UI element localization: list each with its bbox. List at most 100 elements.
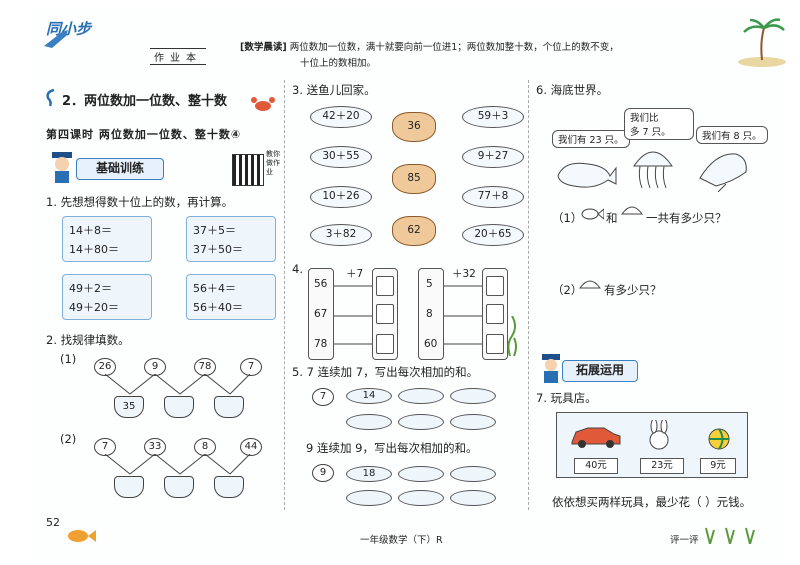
brand-logo: 同小步 [46, 20, 92, 38]
number-ball: 7 [94, 438, 116, 456]
column-divider [528, 80, 529, 510]
crab-icon [251, 97, 275, 111]
calc-card-3: 49＋2＝ 49＋20＝ [62, 274, 152, 320]
number-ball: 33 [144, 438, 166, 456]
sum-oval[interactable] [346, 414, 392, 430]
ladder-value: 78 [314, 338, 328, 350]
answer-slot[interactable] [376, 334, 394, 354]
ladder-value: 56 [314, 278, 328, 290]
evaluate-label: 评一评 [670, 535, 699, 546]
toy-ball-icon [708, 428, 730, 450]
calc-line: 37＋50＝ [193, 243, 243, 256]
speech-bubble-ray: 我们有 8 只。 [696, 126, 768, 144]
toy-car-icon [571, 427, 621, 448]
question-6-1-label: （1） [552, 211, 583, 225]
calc-line: 14＋80＝ [69, 243, 119, 256]
fish-jar: 62 [392, 216, 436, 246]
question-6-1-and: 和 [606, 211, 618, 225]
ladder-operation: ＋7 [346, 268, 364, 280]
sum-oval[interactable] [450, 414, 496, 430]
pattern-lines-2 [104, 454, 251, 475]
sum-oval[interactable] [398, 414, 444, 430]
fish-icon [68, 530, 96, 542]
jellyfish-icon [633, 151, 673, 189]
price-tag: 9元 [700, 458, 736, 474]
note-line1: 两位数加一位数，满十就要向前一位进1；两位数加整十数，个位上的数不变， [289, 42, 619, 53]
bubble-line: 我们比 [630, 113, 659, 124]
answer-slot[interactable] [486, 304, 504, 324]
number-ball: 9 [144, 358, 166, 376]
answer-bowl[interactable]: 35 [114, 396, 144, 418]
note-tag: [数学晨读] [240, 42, 287, 53]
note-line2: 十位上的数相加。 [300, 58, 377, 69]
student-icon [52, 152, 72, 183]
question-2: 2. 找规律填数。 [46, 333, 130, 347]
answer-slot[interactable] [486, 334, 504, 354]
calc-card-4: 56＋4＝ 56＋40＝ [186, 274, 276, 320]
question-6-1-text: 一共有多少只？ [646, 211, 727, 225]
sum-oval[interactable] [450, 490, 496, 506]
start-ball: 9 [312, 464, 334, 482]
answer-slot[interactable] [376, 276, 394, 296]
price-tag: 40元 [574, 458, 618, 474]
ladder-left [308, 268, 334, 360]
answer-slot[interactable] [486, 276, 504, 296]
question-6-2-label: （2） [552, 283, 583, 297]
sum-oval[interactable] [398, 466, 444, 482]
number-ball: 78 [194, 358, 216, 376]
ladder-operation: ＋32 [452, 268, 476, 280]
fish-left: 10＋26 [310, 186, 372, 208]
answer-bowl[interactable] [114, 476, 144, 498]
seahorse-icon [46, 88, 55, 107]
math-reading-note: [数学晨读] 两位数加一位数，满十就要向前一位进1；两位数加整十数，个位上的数不… [240, 40, 730, 72]
question-6-2-text: 有多少只？ [604, 283, 662, 297]
start-ball: 7 [312, 388, 334, 406]
calc-line: 49＋2＝ [69, 282, 112, 295]
sum-oval[interactable] [450, 388, 496, 404]
grass-rating-icon[interactable] [704, 524, 764, 544]
number-ball: 26 [94, 358, 116, 376]
question-5b: 9 连续加 9，写出每次相加的和。 [306, 441, 478, 455]
lesson-title: 第四课时 两位数加一位数、整十数④ [46, 128, 242, 141]
answer-slot[interactable] [376, 304, 394, 324]
qr-caption: 教你做作业 [266, 150, 280, 176]
jellyfish-small-icon [579, 280, 601, 289]
calc-line: 37＋5＝ [193, 224, 236, 237]
jellyfish-small-icon [621, 206, 643, 215]
speech-bubble-fish: 我们比 多 7 只。 [624, 108, 694, 140]
sum-oval: 14 [346, 388, 392, 404]
pattern-lines-1 [104, 374, 251, 395]
qr-code[interactable] [232, 154, 264, 186]
question-7-text: 依依想买两样玩具，最少花（ ）元钱。 [552, 495, 752, 509]
sum-oval[interactable] [398, 490, 444, 506]
sum-oval: 18 [346, 466, 392, 482]
answer-bowl[interactable] [164, 396, 194, 418]
ladder-arrows [334, 285, 372, 345]
ladder-value: 60 [424, 338, 438, 350]
sum-oval[interactable] [346, 490, 392, 506]
footer-grade: 一年级数学（下）R [360, 535, 443, 546]
answer-bowl[interactable] [214, 476, 244, 498]
answer-bowl[interactable] [214, 396, 244, 418]
toy-rabbit-icon [649, 420, 669, 450]
fish-jar: 36 [392, 112, 436, 142]
sum-oval[interactable] [450, 466, 496, 482]
student-icon [542, 354, 560, 383]
fish-right: 77＋8 [462, 186, 524, 208]
sum-oval[interactable] [398, 388, 444, 404]
page-number: 52 [46, 516, 60, 529]
fish-left: 3＋82 [310, 224, 372, 246]
question-4: 4. [292, 262, 303, 276]
whale-icon [557, 162, 617, 188]
speech-bubble-whale: 我们有 23 只。 [552, 130, 630, 148]
section-title: 2．两位数加一位数、整十数 [62, 94, 228, 109]
fish-right: 20＋65 [462, 224, 524, 246]
answer-bowl[interactable] [164, 476, 194, 498]
column-divider [284, 80, 285, 510]
basic-training-badge: 基础训练 [76, 158, 164, 180]
pattern-row-2-label: (2) [60, 432, 77, 446]
question-5a: 5. 7 连续加 7，写出每次相加的和。 [292, 365, 479, 379]
calc-line: 14＋8＝ [69, 224, 112, 237]
question-3: 3. 送鱼儿回家。 [292, 83, 376, 97]
question-1: 1. 先想想得数十位上的数，再计算。 [46, 195, 234, 209]
